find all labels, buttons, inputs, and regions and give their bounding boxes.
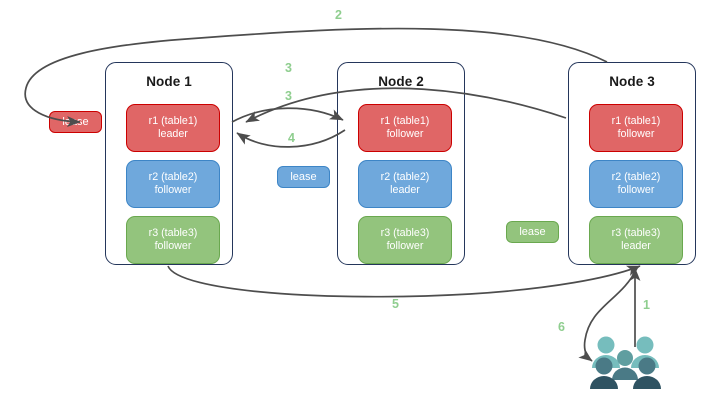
people-middle-left — [590, 357, 618, 389]
people-middle-right — [633, 357, 661, 389]
node-1-replica-r2[interactable]: r2 (table2) follower — [126, 160, 220, 208]
node-2-replica-r3-name: r3 (table3) — [380, 226, 430, 239]
lease-badge-blue[interactable]: lease — [277, 166, 330, 188]
node-3-replica-r3-role: leader — [621, 240, 651, 252]
node-2-replica-r1[interactable]: r1 (table1) follower — [358, 104, 452, 152]
node-1-container[interactable]: Node 1 r1 (table1) leader r2 (table2) fo… — [105, 62, 233, 265]
arrow-label-4: 4 — [288, 131, 295, 145]
node-3-replica-r1[interactable]: r1 (table1) follower — [589, 104, 683, 152]
node-2-replica-r1-role: follower — [386, 128, 424, 140]
node-1-replica-r1-role: leader — [158, 128, 188, 140]
node-2-replica-r1-name: r1 (table1) — [380, 114, 430, 127]
node-3-replica-r2-name: r2 (table2) — [611, 170, 661, 183]
node-2-replica-r2[interactable]: r2 (table2) leader — [358, 160, 452, 208]
node-2-replica-r3[interactable]: r3 (table3) follower — [358, 216, 452, 264]
node-1-replica-r1-name: r1 (table1) — [148, 114, 198, 127]
node-1-replica-r3[interactable]: r3 (table3) follower — [126, 216, 220, 264]
node-2-replica-r2-name: r2 (table2) — [380, 170, 430, 183]
node-3-title: Node 3 — [609, 74, 655, 89]
arrow-2 — [24, 27, 608, 128]
node-1-replica-r2-name: r2 (table2) — [148, 170, 198, 183]
node-3-container[interactable]: Node 3 r1 (table1) follower r2 (table2) … — [568, 62, 696, 265]
node-1-title: Node 1 — [146, 74, 192, 89]
node-1-replica-r3-role: follower — [154, 240, 192, 252]
node-1-replica-r3-name: r3 (table3) — [148, 226, 198, 239]
arrow-label-6: 6 — [558, 320, 565, 334]
arrow-label-3-upper: 3 — [285, 61, 292, 75]
node-3-replica-r1-name: r1 (table1) — [611, 114, 661, 127]
arrow-label-5: 5 — [392, 297, 399, 311]
arrow-label-3-lower: 3 — [285, 89, 292, 103]
arrow-5 — [167, 265, 641, 298]
people-middle-center — [612, 350, 638, 380]
arrow-6 — [578, 267, 638, 362]
node-3-replica-r2[interactable]: r2 (table2) follower — [589, 160, 683, 208]
arrow-3-upper — [245, 87, 567, 123]
node-2-container[interactable]: Node 2 r1 (table1) follower r2 (table2) … — [337, 62, 465, 265]
node-1-replica-r2-role: follower — [154, 184, 192, 196]
node-2-replica-r2-role: leader — [390, 184, 420, 196]
node-1-replica-r1[interactable]: r1 (table1) leader — [126, 104, 220, 152]
arrow-4 — [236, 129, 346, 148]
node-3-replica-r3-name: r3 (table3) — [611, 226, 661, 239]
arrow-label-1: 1 — [643, 298, 650, 312]
node-2-title: Node 2 — [378, 74, 424, 89]
lease-badge-green[interactable]: lease — [506, 221, 559, 243]
arrow-3-lower — [231, 107, 344, 123]
node-3-replica-r2-role: follower — [617, 184, 655, 196]
node-3-replica-r3[interactable]: r3 (table3) leader — [589, 216, 683, 264]
node-2-replica-r3-role: follower — [386, 240, 424, 252]
arrow-label-2: 2 — [335, 8, 342, 22]
node-3-replica-r1-role: follower — [617, 128, 655, 140]
